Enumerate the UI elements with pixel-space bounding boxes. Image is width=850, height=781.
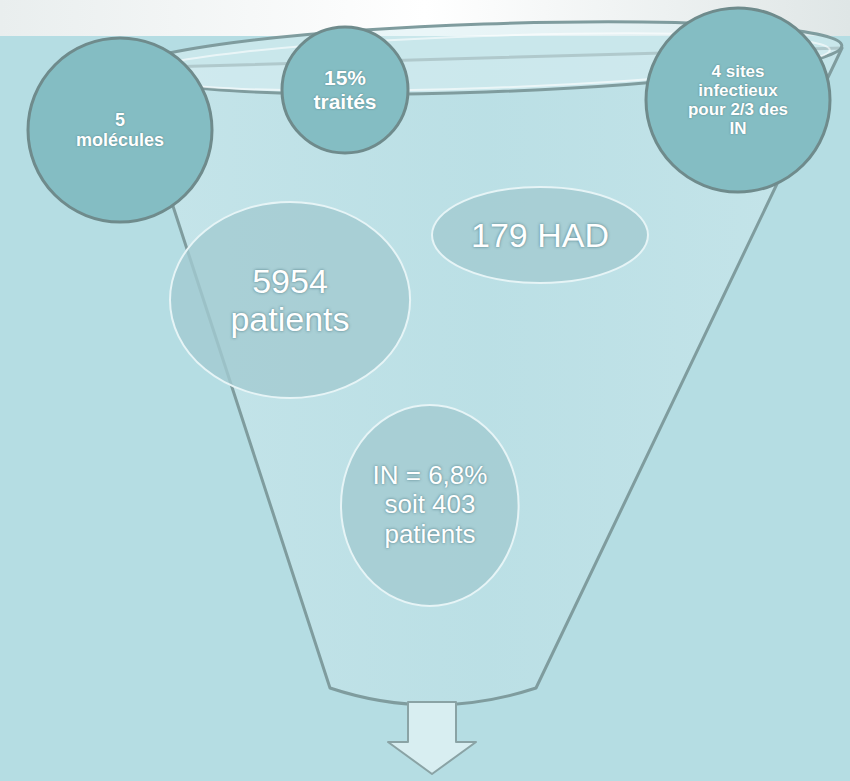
down-arrow xyxy=(388,702,476,774)
stat-label: 4 sites infectieux pour 2/3 des IN xyxy=(682,62,794,138)
population-label: 179 HAD xyxy=(471,216,609,254)
node-ellipse xyxy=(432,187,648,283)
node-ellipse xyxy=(282,27,408,153)
population-label: IN = 6,8% soit 403 patients xyxy=(367,461,492,548)
node-ellipse xyxy=(341,405,519,606)
population-ellipse: IN = 6,8% soit 403 patients xyxy=(339,403,521,608)
stat-circle: 15% traités xyxy=(279,24,411,156)
stat-circle: 4 sites infectieux pour 2/3 des IN xyxy=(643,5,833,195)
stat-label: 5 molécules xyxy=(70,110,170,150)
population-ellipse: 179 HAD xyxy=(430,185,650,285)
node-ellipse xyxy=(646,8,830,192)
population-ellipse: 5954 patients xyxy=(168,200,412,400)
stat-label: 15% traités xyxy=(304,66,386,113)
population-label: 5954 patients xyxy=(205,262,375,338)
node-ellipse xyxy=(28,38,212,222)
node-ellipse xyxy=(170,202,410,398)
stat-circle: 5 molécules xyxy=(25,35,215,225)
